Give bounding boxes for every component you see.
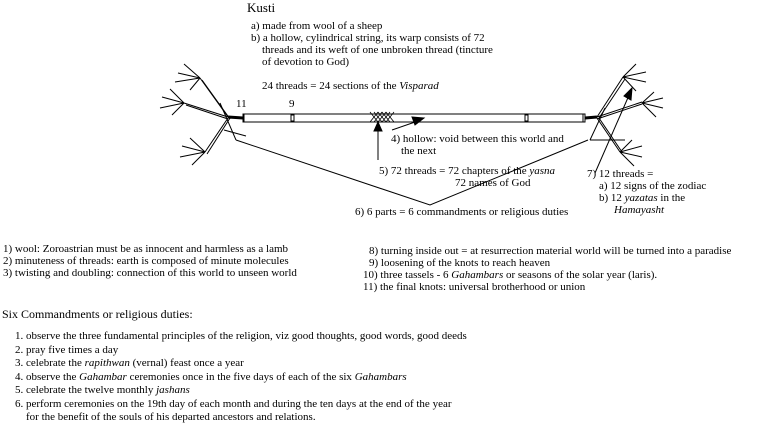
commandment-4-term2: Gahambars: [354, 370, 407, 383]
commandment-5: 5. celebrate the twelve monthly jashans: [15, 384, 467, 398]
commandment-4-term: Gahambar: [79, 370, 127, 383]
note-5-term: yasna: [529, 165, 556, 177]
top-note-a: a) made from wool of a sheep: [251, 20, 383, 32]
threads-24-text: 24 threads = 24 sections of the: [262, 80, 400, 92]
commandment-3: 3. celebrate the rapithwan (vernal) feas…: [15, 357, 467, 371]
commandment-1: 1. observe the three fundamental princip…: [15, 330, 467, 342]
cord-marker-right: [524, 114, 529, 122]
right-note-11: 11) the final knots: universal brotherho…: [363, 281, 586, 293]
commandment-4: 4. observe the Gahambar ceremonies once …: [15, 371, 467, 385]
right-note-10-prefix: 10) three tassels - 6: [363, 269, 452, 281]
arrow-5-icon: [373, 120, 383, 160]
note-7-a: a) 12 signs of the zodiac: [599, 180, 707, 192]
note-7-b-term: yazatas: [624, 192, 658, 204]
left-note-2: 2) minuteness of threads: earth is compo…: [3, 255, 289, 267]
commandments-list: 1. observe the three fundamental princip…: [15, 330, 467, 425]
right-note-8: 8) turning inside out = at resurrection …: [369, 245, 732, 257]
arrow-7-icon: [594, 86, 633, 174]
top-note-b1: b) a hollow, cylindrical string, its war…: [251, 32, 485, 44]
note-4-line2: the next: [401, 145, 437, 157]
marker-11: 11: [236, 98, 247, 110]
right-note-9: 9) loosening of the knots to reach heave…: [369, 257, 551, 269]
note-5-text: 5) 72 threads = 72 chapters of the: [379, 165, 530, 177]
leader-line-6: [235, 139, 589, 206]
note-5-line2: 72 names of God: [455, 177, 531, 189]
cord-crosshatch: [369, 111, 395, 123]
top-note-b2: threads and its weft of one unbroken thr…: [262, 44, 493, 56]
commandment-3-term: rapithwan: [84, 357, 130, 369]
commandment-6: 6. perform ceremonies on the 19th day of…: [15, 397, 452, 410]
note-7-b-suffix: in the: [657, 192, 686, 204]
right-note-10: 10) three tassels - 6 Gahambars or seaso…: [363, 269, 657, 281]
left-knot: [159, 63, 247, 166]
note-6: 6) 6 parts = 6 commandments or religious…: [355, 206, 569, 218]
commandment-5-term: jashans: [156, 384, 190, 396]
commandment-2: 2. pray five times a day: [15, 343, 119, 356]
marker-9: 9: [289, 98, 295, 110]
threads-24-term: Visparad: [399, 80, 439, 92]
left-note-1: 1) wool: Zoroastrian must be as innocent…: [3, 243, 289, 255]
note-7-b: b) 12 yazatas in the: [599, 192, 685, 204]
right-note-10-term: Gahambars: [451, 269, 504, 281]
diagram-title: Kusti: [247, 0, 276, 15]
note-7-b-term2: Hamayasht: [614, 204, 665, 216]
top-note-b3: of devotion to God): [262, 56, 350, 68]
commandment-6-cont: for the benefit of the souls of his depa…: [26, 411, 316, 423]
threads-24-note: 24 threads = 24 sections of the Visparad: [262, 80, 439, 92]
commandment-4-prefix: 4. observe the: [15, 370, 80, 383]
left-note-3: 3) twisting and doubling: connection of …: [3, 267, 297, 279]
commandment-5-prefix: 5. celebrate the twelve monthly: [15, 384, 157, 396]
note-7-b-prefix: b) 12: [599, 192, 625, 204]
note-4-line1: 4) hollow: void between this world and: [391, 133, 564, 145]
note-7-line1: 7) 12 threads =: [587, 168, 654, 180]
cord-marker-9: [290, 114, 295, 122]
commandment-3-suffix: (vernal) feast once a year: [129, 357, 244, 369]
right-note-10-suffix: or seasons of the solar year (laris).: [503, 269, 658, 281]
note-5-line1: 5) 72 threads = 72 chapters of the yasna: [379, 165, 555, 177]
commandment-4-mid: ceremonies once in the five days of each…: [126, 370, 355, 383]
right-knot: [584, 63, 664, 167]
commandment-3-prefix: 3. celebrate the: [15, 357, 85, 369]
arrow-4-icon: [391, 116, 426, 131]
commandments-heading: Six Commandments or religious duties:: [2, 307, 193, 321]
